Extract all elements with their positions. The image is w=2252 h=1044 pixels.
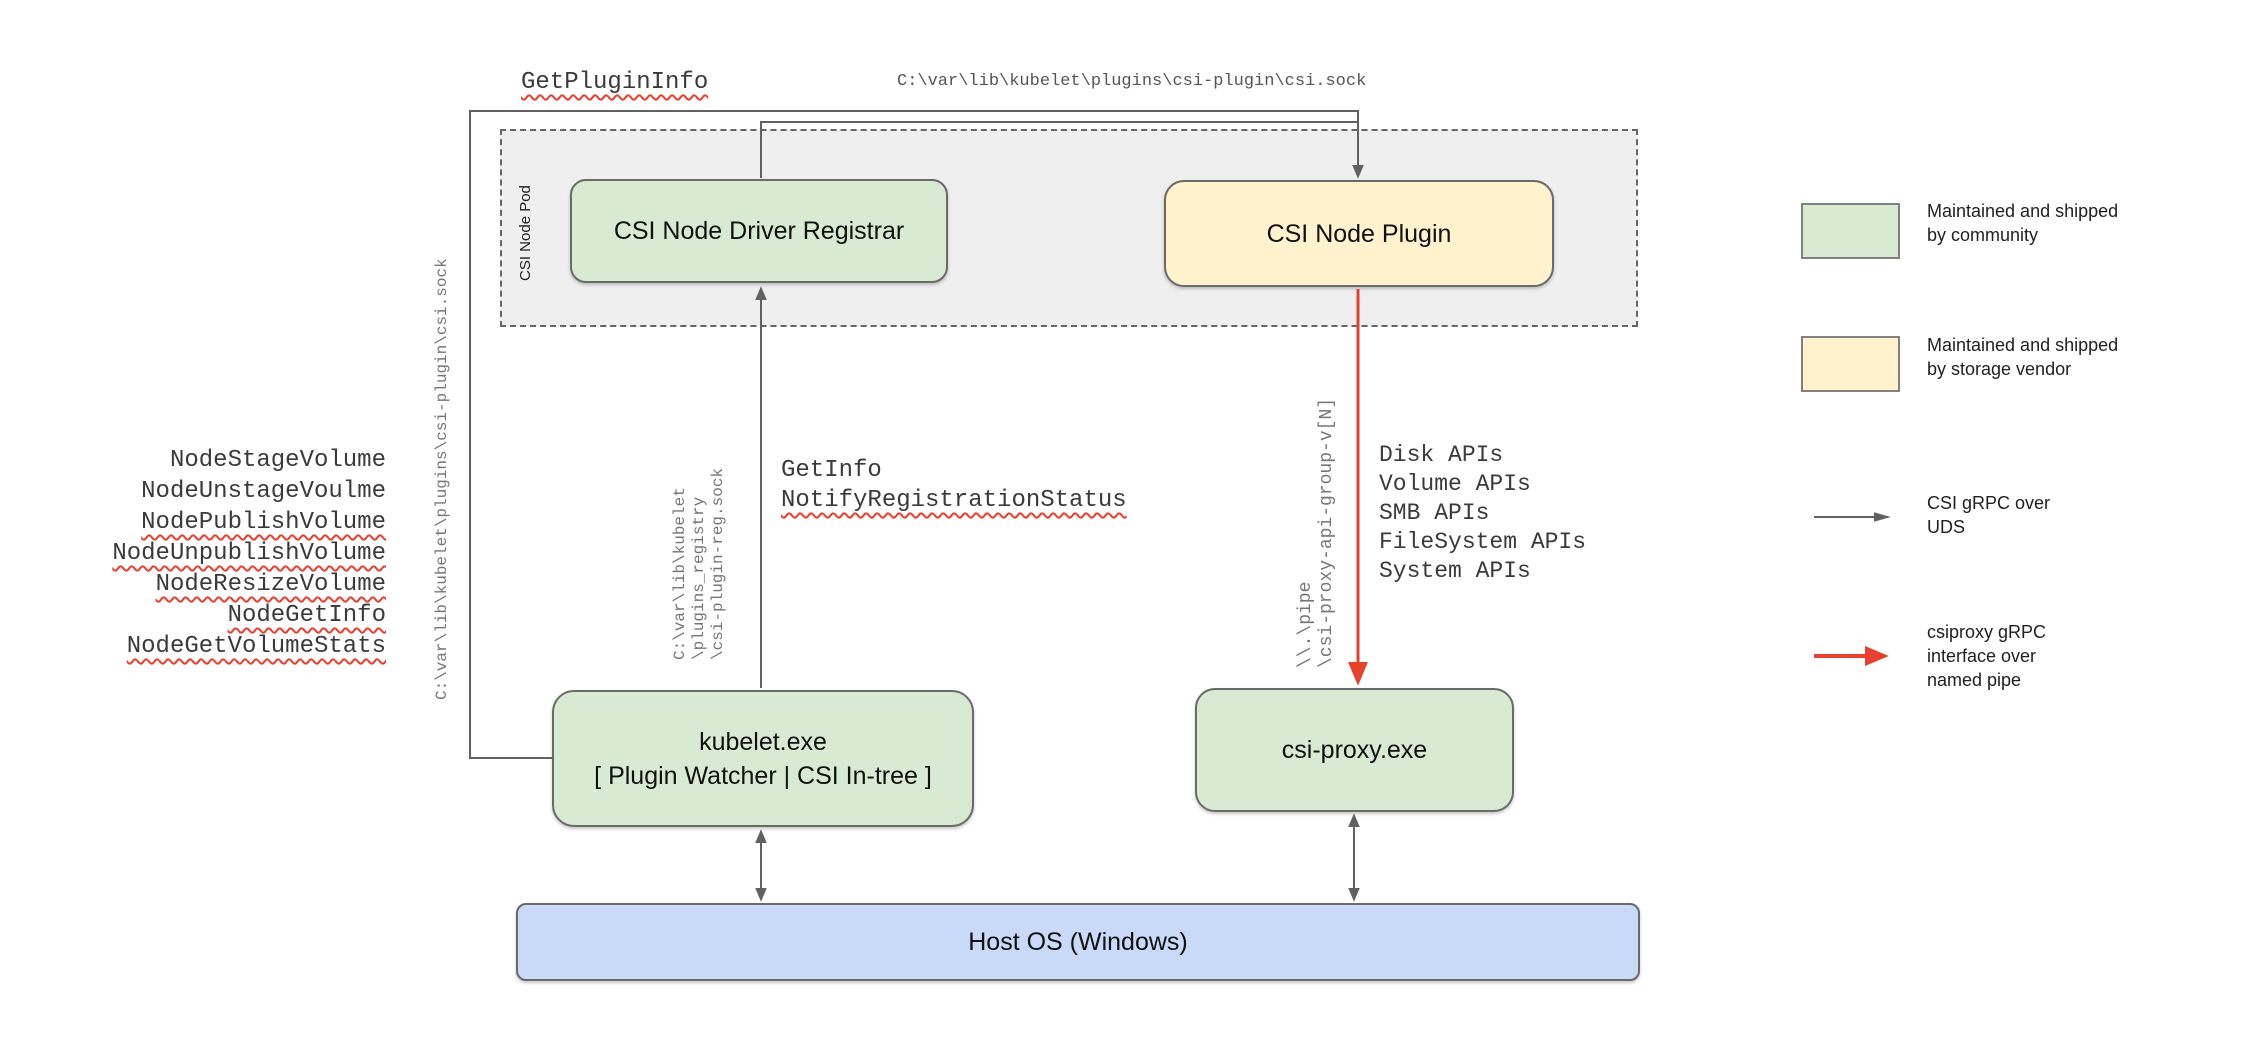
- legend-community-swatch: [1801, 203, 1900, 259]
- node-method-item: NodeResizeVolume: [155, 571, 386, 598]
- kubelet-label-line2: [ Plugin Watcher | CSI In-tree ]: [594, 761, 932, 790]
- node-method-item: NodePublishVolume: [141, 509, 386, 536]
- registry-socket-path-label: C:\var\lib\kubelet \plugins_registry \cs…: [671, 467, 727, 660]
- top-socket-path-label: C:\var\lib\kubelet\plugins\csi-plugin\cs…: [897, 72, 1367, 91]
- node-method-item: NodeGetInfo: [227, 602, 386, 629]
- proxy-api-item: FileSystem APIs: [1379, 529, 1587, 555]
- csi-proxy-box: csi-proxy.exe: [1195, 688, 1514, 812]
- legend-vendor-label: Maintained and shipped by storage vendor: [1927, 335, 2119, 379]
- node-method-item: NodeUnstageVoulme: [141, 478, 386, 505]
- kubelet-box: kubelet.exe [ Plugin Watcher | CSI In-tr…: [552, 690, 974, 827]
- proxy-api-item: Disk APIs: [1379, 442, 1504, 468]
- proxy-api-list: Disk APIs Volume APIs SMB APIs FileSyste…: [1379, 441, 1586, 586]
- registration-calls-list: GetInfo NotifyRegistrationStatus: [781, 456, 1127, 516]
- csi-node-plugin-box: CSI Node Plugin: [1164, 180, 1554, 287]
- proxy-api-item: SMB APIs: [1379, 500, 1490, 526]
- left-socket-path-label: C:\var\lib\kubelet\plugins\csi-plugin\cs…: [433, 258, 451, 700]
- legend-community-label: Maintained and shipped by community: [1927, 201, 2119, 245]
- node-method-item: NodeStageVolume: [169, 447, 386, 474]
- host-os-label: Host OS (Windows): [968, 928, 1188, 956]
- csi-node-driver-registrar-label: CSI Node Driver Registrar: [613, 217, 905, 245]
- csi-proxy-label: csi-proxy.exe: [1281, 736, 1428, 764]
- get-info-label: GetInfo: [781, 457, 882, 484]
- csi-node-pod-label: CSI Node Pod: [517, 185, 534, 281]
- node-method-item: NodeGetVolumeStats: [126, 633, 386, 660]
- node-methods-list: NodeStageVolume NodeUnstageVoulme NodePu…: [96, 445, 386, 662]
- legend-pipe-label: csiproxy gRPC interface over named pipe: [1927, 622, 2047, 690]
- host-os-box: Host OS (Windows): [516, 903, 1640, 981]
- named-pipe-path-label: \\.\pipe \csi-proxy-api-group-v[N]: [1296, 397, 1337, 668]
- notify-registration-status-label: NotifyRegistrationStatus: [781, 487, 1127, 514]
- proxy-api-item: Volume APIs: [1379, 471, 1531, 497]
- csi-node-driver-registrar-box: CSI Node Driver Registrar: [570, 179, 948, 283]
- legend-vendor-swatch: [1801, 336, 1900, 392]
- proxy-api-item: System APIs: [1379, 558, 1531, 584]
- get-plugin-info-label: GetPluginInfo: [521, 69, 709, 96]
- csi-node-plugin-label: CSI Node Plugin: [1266, 219, 1452, 248]
- node-method-item: NodeUnpublishVolume: [112, 540, 386, 567]
- legend-uds-label: CSI gRPC over UDS: [1927, 493, 2051, 537]
- kubelet-label-line1: kubelet.exe: [699, 727, 827, 756]
